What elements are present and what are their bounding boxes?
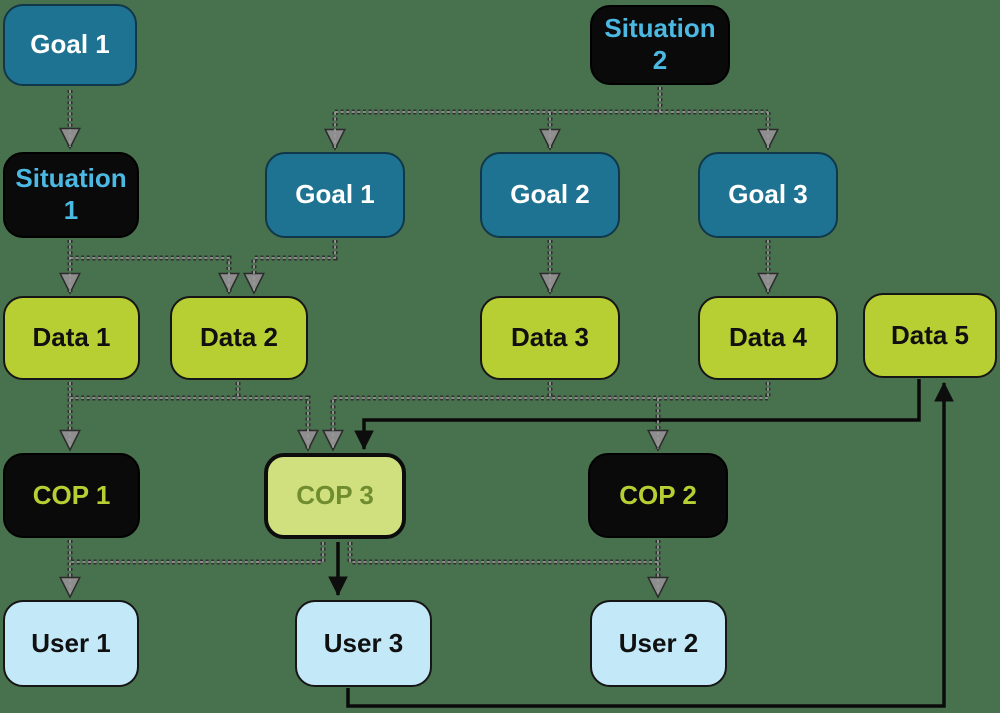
node-data-4: Data 4 [698, 296, 838, 380]
node-cop-2: COP 2 [588, 453, 728, 538]
node-cop-3: COP 3 [264, 453, 406, 539]
node-goal-1: Goal 1 [265, 152, 405, 238]
node-data-5: Data 5 [863, 293, 997, 378]
node-goal-1-top: Goal 1 [3, 4, 137, 86]
node-data-1: Data 1 [3, 296, 140, 380]
node-user-1: User 1 [3, 600, 139, 687]
node-cop-1: COP 1 [3, 453, 140, 538]
node-situation-2: Situation 2 [590, 5, 730, 85]
node-goal-2: Goal 2 [480, 152, 620, 238]
node-data-2: Data 2 [170, 296, 308, 380]
node-user-3: User 3 [295, 600, 432, 687]
node-goal-3: Goal 3 [698, 152, 838, 238]
node-user-2: User 2 [590, 600, 727, 687]
dotted-edges [69, 87, 769, 596]
node-data-3: Data 3 [480, 296, 620, 380]
node-situation-1: Situation 1 [3, 152, 139, 238]
solid-edges [328, 379, 954, 708]
